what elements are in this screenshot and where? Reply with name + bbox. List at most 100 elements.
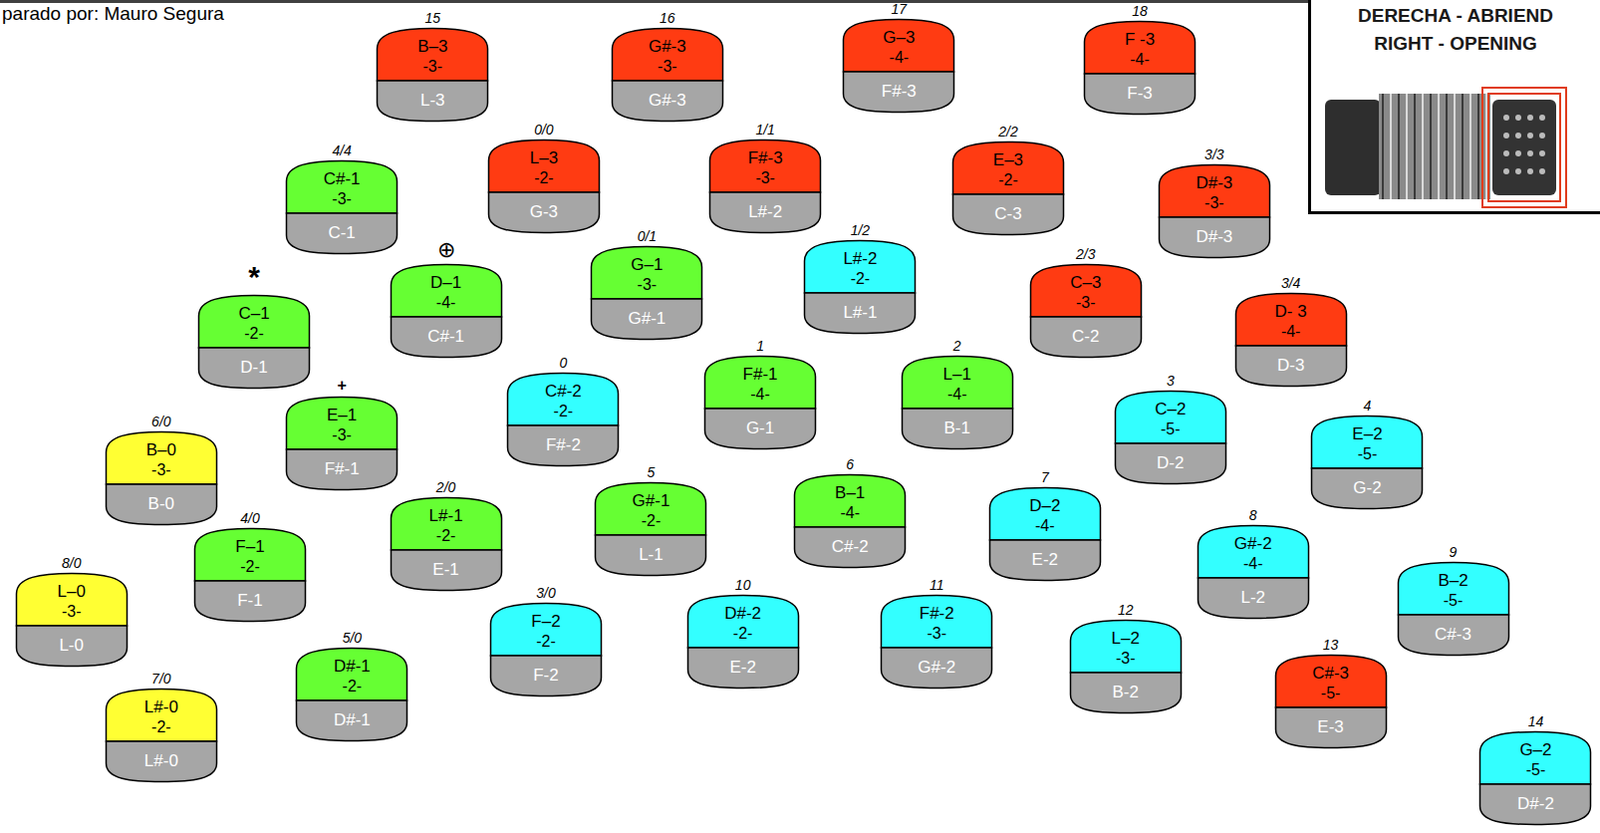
- highlight-frame-outer: [1482, 87, 1567, 208]
- note-name: L#-0: [144, 697, 179, 718]
- button-bottom: [804, 292, 916, 334]
- callout-number: 2: [953, 336, 962, 355]
- octave-mark: -2-: [436, 526, 457, 546]
- button-top: [1158, 164, 1270, 218]
- button-bottom: [390, 316, 502, 358]
- button-bottom: [1158, 217, 1270, 259]
- note-name: G#-2: [1234, 533, 1273, 554]
- button-top: [286, 160, 398, 214]
- octave-mark: -3-: [637, 274, 658, 295]
- bandoneon-button: 2/2E–3-2-C-3: [951, 122, 1066, 237]
- closing-note: L-0: [58, 635, 84, 656]
- octave-mark: -4-: [1129, 49, 1150, 70]
- bellows-fold: [1421, 93, 1424, 200]
- button-top: [611, 27, 723, 81]
- marker-symbol: *: [248, 262, 261, 292]
- button-top: [595, 483, 707, 536]
- note-name: C–1: [238, 303, 269, 324]
- closing-note: D#-1: [333, 710, 371, 731]
- octave-mark: -2-: [533, 168, 554, 189]
- note-name: E–3: [993, 150, 1024, 171]
- button-bottom: [595, 534, 707, 576]
- bellows-fold: [1477, 93, 1480, 200]
- note-name: F -3: [1124, 29, 1155, 50]
- button-top: [1114, 391, 1226, 445]
- button-top: [952, 142, 1064, 196]
- octave-mark: -2-: [240, 556, 261, 577]
- closing-note: B-1: [943, 418, 970, 439]
- button-bottom: [105, 484, 217, 526]
- note-name: L–0: [57, 581, 86, 602]
- note-name: G#-3: [648, 36, 687, 57]
- note-name: D–2: [1029, 496, 1061, 517]
- closing-note: C-3: [994, 204, 1022, 225]
- octave-mark: -2-: [244, 323, 265, 344]
- button-top: [377, 27, 489, 81]
- closing-note: L-1: [638, 544, 664, 565]
- bellows-fold: [1461, 93, 1464, 200]
- closing-note: G-1: [746, 418, 775, 439]
- bellows-fold: [1437, 93, 1440, 200]
- closing-note: D-3: [1277, 355, 1305, 376]
- bandoneon-left-end: [1325, 99, 1381, 196]
- bandoneon-button: 14G–2-5-D#-2: [1478, 712, 1593, 826]
- note-name: D#-1: [333, 656, 371, 677]
- bandoneon-key: [1539, 114, 1546, 121]
- closing-note: B-2: [1111, 682, 1138, 703]
- callout-number: 14: [1528, 712, 1545, 731]
- octave-mark: -4-: [889, 47, 910, 68]
- closing-note: E-2: [729, 657, 756, 678]
- bandoneon-key: [1503, 114, 1510, 121]
- callout-number: 16: [659, 8, 676, 27]
- closing-note: C#-3: [1434, 624, 1472, 645]
- button-top: [105, 432, 217, 486]
- callout-number: 5: [647, 463, 656, 482]
- button-bottom: [508, 425, 619, 467]
- title-panel: DERECHA - ABRIENDRIGHT - OPENING: [1308, 0, 1600, 215]
- button-top: [15, 572, 127, 626]
- octave-mark: -3-: [61, 601, 82, 622]
- bandoneon-button: 2/0L#-1-2-E-1: [389, 478, 504, 592]
- bellows-fold: [1389, 93, 1392, 200]
- button-top: [795, 475, 906, 529]
- button-bottom: [490, 655, 601, 697]
- note-name: C–2: [1154, 399, 1186, 420]
- closing-note: L#-0: [144, 751, 179, 772]
- button-top: [843, 19, 955, 73]
- callout-number: 18: [1131, 1, 1148, 20]
- button-top: [1235, 292, 1346, 346]
- note-name: D#-2: [724, 603, 762, 624]
- note-name: E–1: [326, 405, 357, 426]
- bandoneon-button: 3/0F–2-2-F-2: [489, 583, 603, 698]
- closing-note: E-3: [1317, 717, 1343, 738]
- button-bottom: [15, 625, 127, 667]
- note-name: G–3: [882, 27, 915, 48]
- button-bottom: [1030, 316, 1141, 358]
- bellows-fold: [1405, 93, 1408, 200]
- button-bottom: [611, 80, 723, 122]
- button-bottom: [1397, 614, 1509, 656]
- closing-note: G#-1: [627, 308, 666, 329]
- bandoneon-key: [1539, 168, 1546, 175]
- octave-mark: -5-: [1321, 683, 1341, 704]
- closing-note: F#-3: [881, 81, 917, 102]
- closing-note: L#-1: [842, 302, 877, 323]
- button-top: [1197, 526, 1309, 579]
- octave-mark: -2-: [535, 631, 556, 652]
- closing-note: E-1: [432, 559, 459, 580]
- callout-number: 15: [424, 8, 441, 27]
- button-bottom: [1312, 468, 1423, 510]
- octave-mark: -3-: [331, 425, 352, 446]
- octave-mark: -3-: [331, 189, 352, 210]
- button-bottom: [488, 192, 599, 234]
- octave-mark: -2-: [850, 268, 871, 289]
- note-name: L#-2: [842, 249, 877, 269]
- callout-number: 4: [1363, 396, 1372, 415]
- button-bottom: [1084, 73, 1196, 115]
- bandoneon-button: 3/3D#-3-3-D#-3: [1157, 145, 1272, 260]
- bandoneon-key: [1527, 168, 1534, 175]
- octave-mark: -3-: [151, 460, 172, 481]
- bandoneon-button: 16G#-3-3-G#-3: [610, 8, 725, 123]
- octave-mark: -4-: [839, 503, 860, 524]
- callout-number: 12: [1117, 600, 1134, 619]
